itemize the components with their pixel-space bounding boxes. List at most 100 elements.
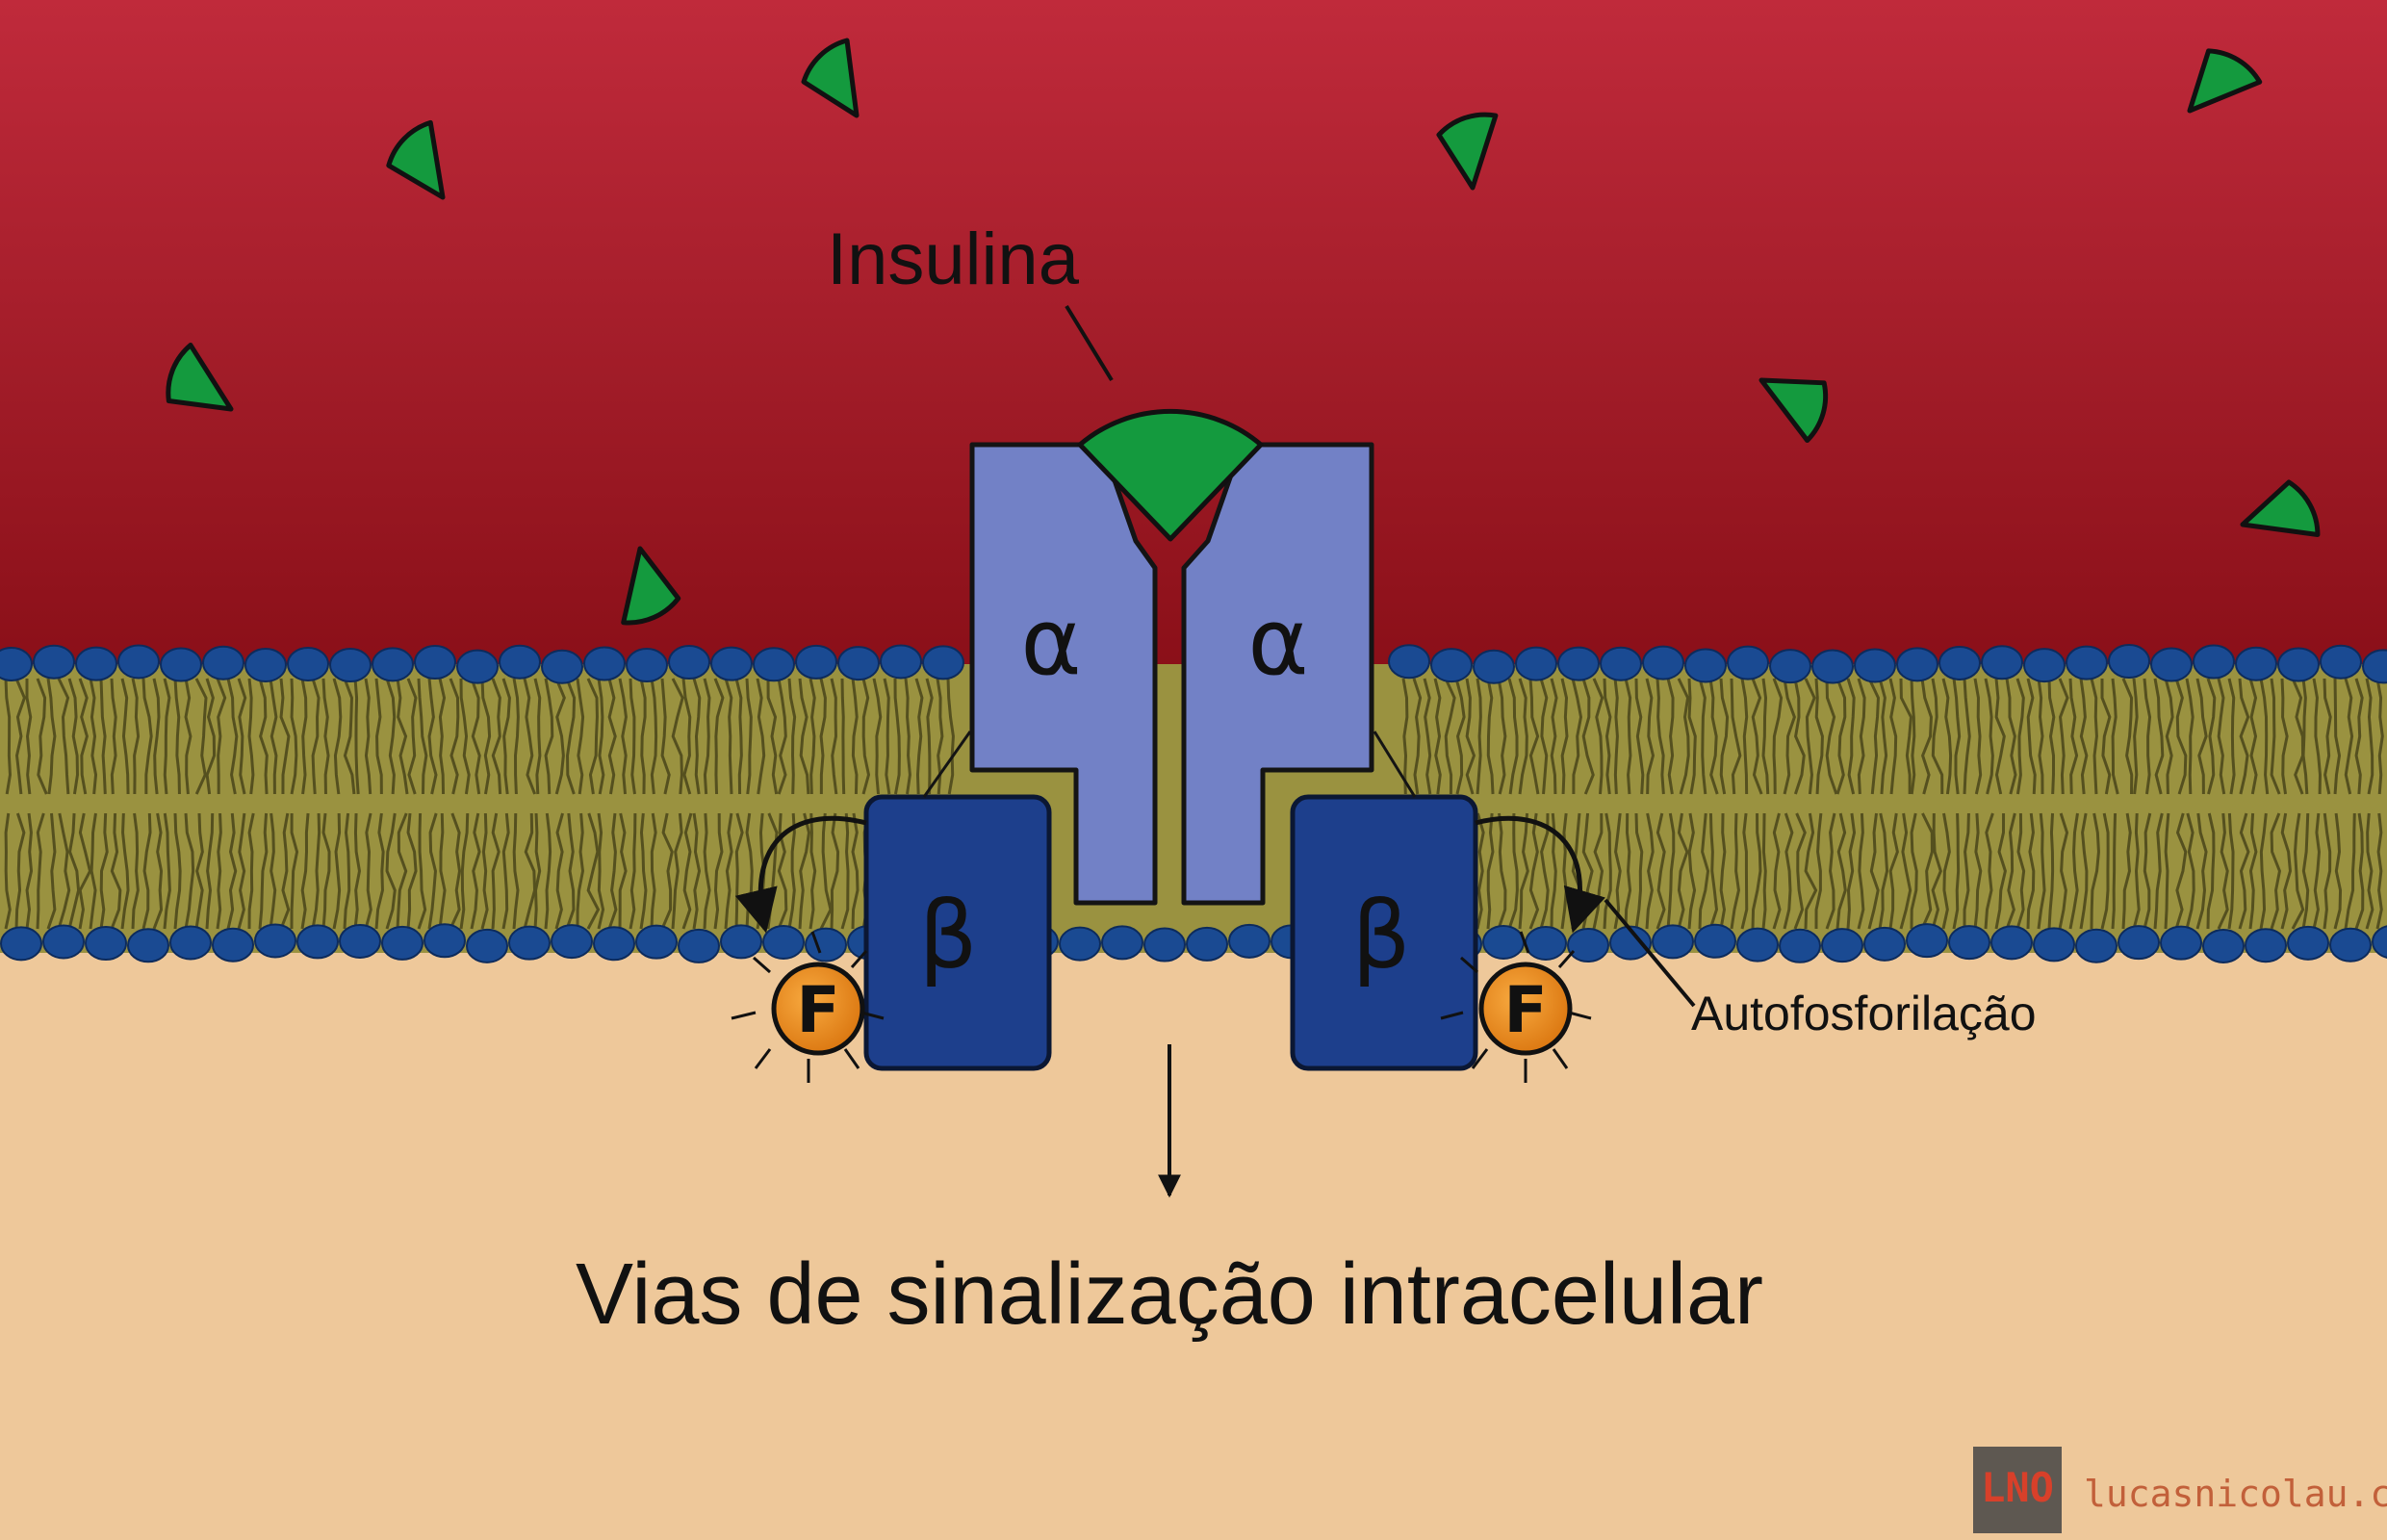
autophosphorylation-arrow-left	[734, 815, 867, 934]
phospholipid-head	[1694, 923, 1736, 959]
phosphate-group-right: F	[1440, 931, 1592, 1083]
phospholipid-head	[2372, 925, 2387, 959]
phospholipid-head	[753, 647, 795, 682]
phospholipid-head	[583, 646, 626, 681]
phospholipid-head	[2193, 644, 2235, 680]
phospholipid-head	[212, 927, 254, 962]
phospholipid-head	[1821, 928, 1863, 963]
phospholipid-head	[1684, 648, 1727, 683]
phospholipid-head	[2287, 925, 2329, 961]
insulin-receptor: α α β β	[863, 408, 1478, 1071]
phospholipid-head	[33, 644, 75, 680]
phospholipid-head	[127, 928, 169, 963]
phospholipid-head	[2108, 644, 2150, 680]
phospholipid-head	[456, 649, 499, 684]
insulin-molecule	[1758, 377, 1829, 444]
phospholipid-head	[2033, 927, 2075, 962]
phospholipid-head	[75, 646, 117, 681]
watermark-logo: LNO	[1981, 1464, 2054, 1511]
phospholipid-head	[414, 645, 456, 680]
phospholipid-head	[668, 645, 710, 680]
phospholipid-head	[1482, 924, 1525, 960]
insulin-molecule	[2240, 479, 2321, 538]
phospholipid-head	[626, 648, 668, 683]
phospholipid-head	[1642, 645, 1684, 680]
phospholipid-head	[762, 924, 805, 960]
phospholipid-head	[795, 644, 837, 680]
phospholipid-head	[805, 927, 847, 962]
phospholipid-head	[2118, 925, 2160, 961]
watermark-logo-box	[1973, 1447, 2062, 1533]
phospholipid-head	[1652, 924, 1694, 960]
insulin-molecule	[1436, 112, 1499, 191]
phospholipid-head	[254, 923, 296, 959]
watermark: LNO lucasnicolau.com	[1973, 1447, 2387, 1533]
phospholipid-head	[381, 925, 424, 961]
phospholipid-head	[296, 924, 339, 960]
phospholipid-head	[1938, 645, 1981, 680]
phospholipid-head	[1863, 926, 1906, 962]
beta-subunit-left	[863, 794, 1052, 1071]
insulin-leader-line	[1065, 304, 1114, 382]
phospholipid-head	[2066, 645, 2108, 680]
phospholipid-head	[635, 924, 678, 960]
autophosphorylation-leader-line	[1604, 898, 1696, 1008]
watermark-site: lucasnicolau.com	[2084, 1473, 2387, 1515]
phospholipid-head	[1981, 645, 2023, 680]
phospholipid-head	[2202, 928, 2245, 963]
phospholipid-head	[508, 925, 551, 961]
phospholipid-head	[339, 923, 381, 959]
phospholipid-head	[1059, 926, 1101, 962]
phospholipid-head	[922, 645, 964, 680]
phospholipid-head	[169, 925, 212, 961]
phospholipid-head	[372, 647, 414, 682]
phospholipid-head	[1854, 648, 1896, 683]
autophosphorylation-arrow-right	[1475, 815, 1605, 934]
insulin-molecule	[386, 119, 446, 200]
alpha-label-left: α	[1020, 588, 1081, 696]
phospholipid-head	[499, 644, 541, 680]
insulin-molecule	[2187, 48, 2263, 114]
phospholipid-head	[1769, 649, 1811, 684]
phospholipid-head	[160, 647, 202, 682]
phospholipid-head	[1948, 925, 1990, 961]
free-insulin-molecules	[166, 38, 2321, 626]
phospholipid-head	[329, 648, 372, 683]
phospholipid-head	[1515, 646, 1557, 681]
phospholipid-head	[117, 644, 160, 680]
phospholipid-head	[593, 926, 635, 962]
phospholipid-head	[424, 923, 466, 959]
bound-insulin	[1077, 408, 1264, 542]
phospholipid-head	[287, 646, 329, 681]
phospholipid-head	[0, 646, 33, 681]
phospholipid-head	[2245, 928, 2287, 963]
phospholipid-head	[1186, 926, 1228, 962]
phospholipid-head	[1896, 647, 1938, 682]
phospholipid-head	[85, 926, 127, 962]
phospholipid-head	[541, 649, 583, 684]
phospholipid-head	[1430, 648, 1473, 683]
phospholipid-head	[1779, 928, 1821, 963]
phospholipid-head	[2320, 644, 2362, 680]
alpha-label-right: α	[1247, 588, 1308, 696]
phospholipid-head	[1736, 927, 1779, 962]
insulin-molecule	[621, 546, 681, 626]
phospholipid-head	[551, 924, 593, 960]
phospholipid-head	[1906, 923, 1948, 959]
phospholipid-head	[678, 928, 720, 963]
phospholipid-head	[2150, 647, 2193, 682]
phospholipid-head	[2075, 928, 2118, 963]
phospholipid-head	[466, 928, 508, 963]
phospholipid-head	[2362, 649, 2387, 684]
phospholipid-head	[1388, 644, 1430, 680]
phospholipid-head	[1727, 645, 1769, 680]
phospholipid-head	[1811, 649, 1854, 684]
phospholipid-head	[1567, 928, 1609, 963]
insulin-label: Insulina	[827, 218, 1080, 300]
phosphate-group-left: F	[731, 931, 885, 1083]
phospholipid-head	[202, 645, 244, 680]
phospholipid-head	[1473, 649, 1515, 684]
intracellular-space	[0, 943, 2387, 1540]
